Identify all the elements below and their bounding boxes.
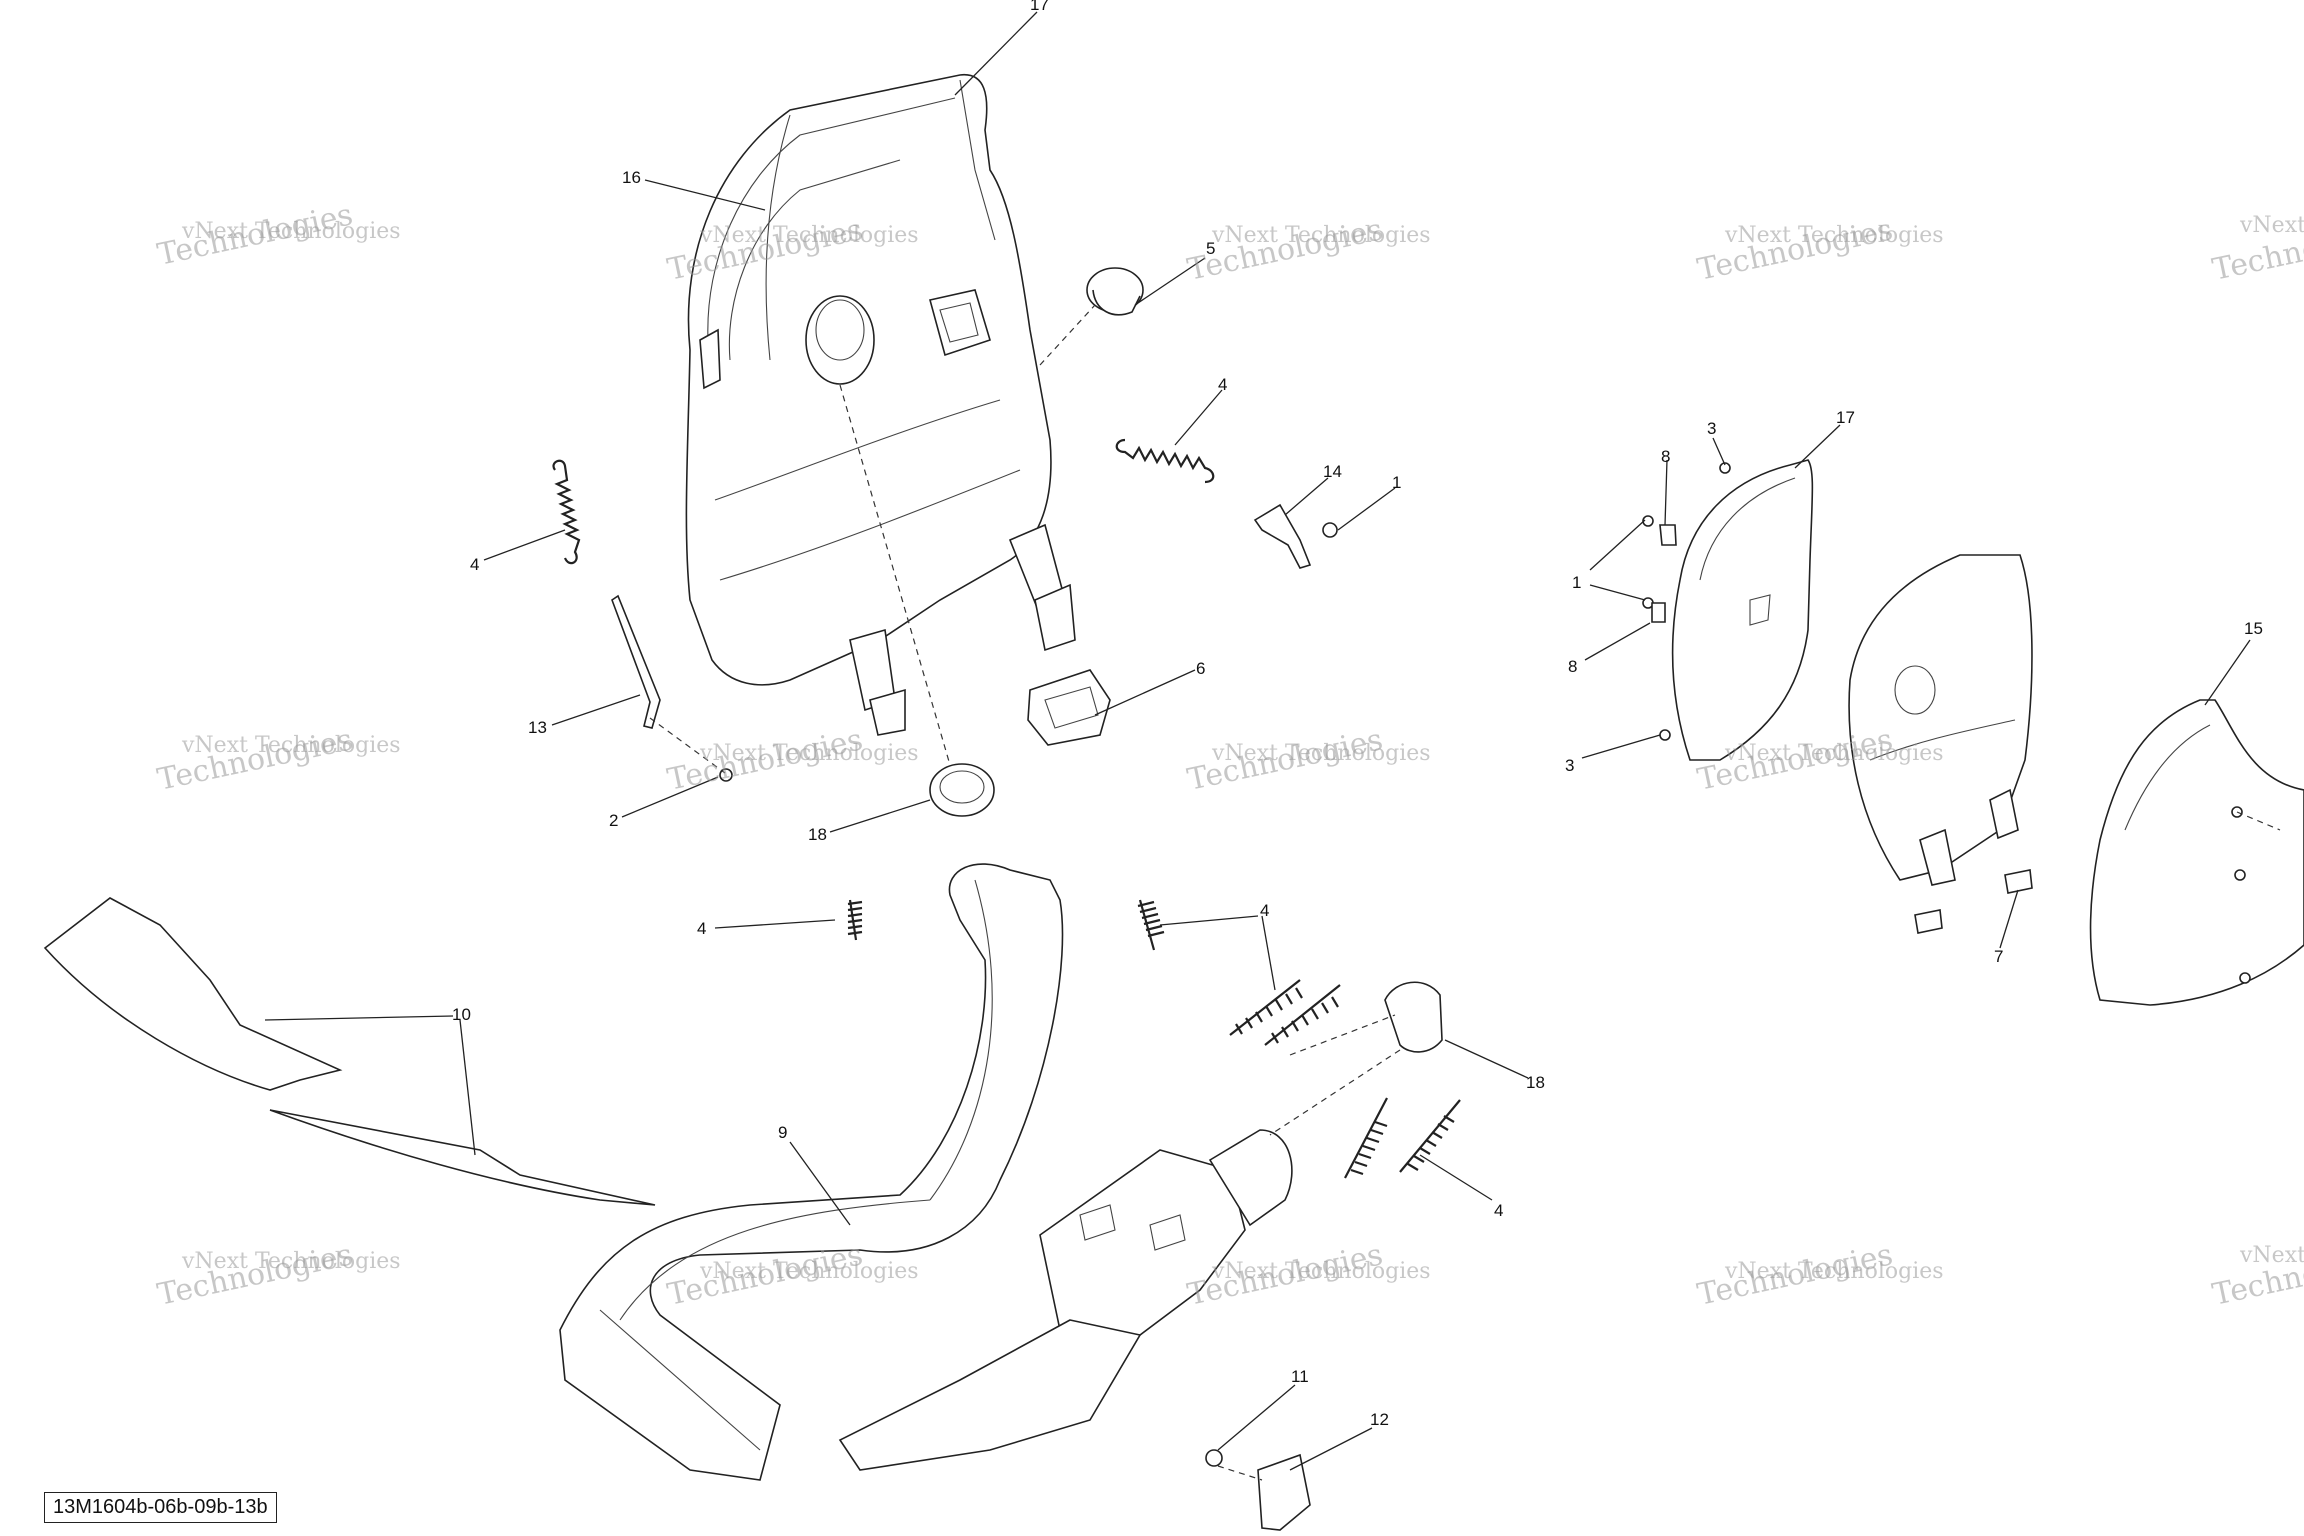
svg-text:vNext Technologies: vNext Technologies <box>181 219 401 244</box>
callout-5: 5 <box>1206 239 1215 258</box>
callout-12: 12 <box>1370 1410 1389 1429</box>
callout-4: 4 <box>1260 901 1269 920</box>
callout-17: 17 <box>1836 408 1855 427</box>
svg-text:vNext: vNext <box>2239 1243 2304 1268</box>
callout-18: 18 <box>1526 1073 1545 1092</box>
muffler-body-view <box>1848 554 2033 886</box>
callout-14: 14 <box>1323 462 1342 481</box>
svg-text:vNext Technologies: vNext Technologies <box>1724 223 1944 248</box>
leader-lines <box>264 11 2251 1471</box>
callout-16: 16 <box>622 168 641 187</box>
callout-15: 15 <box>2244 619 2263 638</box>
bracket-14 <box>1253 503 1338 569</box>
svg-text:vNext Technologies: vNext Technologies <box>699 741 919 766</box>
seal-ring-18-lower <box>1384 981 1443 1053</box>
svg-text:vNext Technologies: vNext Technologies <box>181 1249 401 1274</box>
svg-text:vNext Technologies: vNext Technologies <box>181 733 401 758</box>
spring-4-lower-b <box>1399 1099 1461 1173</box>
callout-4: 4 <box>1218 375 1227 394</box>
svg-text:vNext Technologies: vNext Technologies <box>1211 223 1431 248</box>
spring-4-left <box>552 459 581 565</box>
callout-4: 4 <box>697 919 706 938</box>
spring-4-mid-left <box>847 899 863 941</box>
callout-1: 1 <box>1392 473 1401 492</box>
spring-4-upper <box>1115 438 1215 484</box>
gasket-6 <box>1027 669 1111 746</box>
seal-ring-18-upper <box>929 763 995 817</box>
callout-3: 3 <box>1565 756 1574 775</box>
muffler-cover-17 <box>1671 459 1814 761</box>
muffler-main <box>685 74 1076 736</box>
callout-3: 3 <box>1707 419 1716 438</box>
hanger-rod-13 <box>611 594 733 782</box>
callout-4: 4 <box>1494 1201 1503 1220</box>
callout-8: 8 <box>1568 657 1577 676</box>
diagram-reference-code: 13M1604b-06b-09b-13b <box>44 1492 277 1523</box>
rubber-cap-5 <box>1086 267 1144 316</box>
clips-7 <box>1914 869 2033 934</box>
callout-8: 8 <box>1661 447 1670 466</box>
exhaust-pipe-9 <box>559 863 1293 1481</box>
callout-4: 4 <box>470 555 479 574</box>
assembly-lines <box>649 304 2281 1481</box>
svg-text:vNext Technologies: vNext Technologies <box>699 1259 919 1284</box>
callout-10: 10 <box>452 1005 471 1024</box>
callout-2: 2 <box>609 811 618 830</box>
heat-shield-10 <box>43 897 656 1206</box>
callout-7: 7 <box>1994 947 2003 966</box>
svg-text:vNext Technologies: vNext Technologies <box>1724 1259 1944 1284</box>
spring-4-pair-b <box>1264 984 1341 1046</box>
svg-text:vNext Technologies: vNext Technologies <box>1211 1259 1431 1284</box>
svg-text:vNext Technologies: vNext Technologies <box>1211 741 1431 766</box>
small-fasteners <box>1642 462 2251 984</box>
callout-labels: 17 16 5 4 14 1 4 13 6 2 18 4 4 10 18 9 4… <box>452 0 2263 1429</box>
callout-18: 18 <box>808 825 827 844</box>
svg-text:vNext Technologies: vNext Technologies <box>699 223 919 248</box>
spring-4-pair-a <box>1229 979 1303 1036</box>
svg-text:vNext Technologies: vNext Technologies <box>1724 741 1944 766</box>
spring-4-mid-right <box>1137 899 1165 951</box>
svg-text:vNext: vNext <box>2239 213 2304 238</box>
callout-11: 11 <box>1291 1367 1309 1386</box>
callout-17: 17 <box>1030 0 1049 14</box>
callout-13: 13 <box>528 718 547 737</box>
callout-1: 1 <box>1572 573 1581 592</box>
callout-6: 6 <box>1196 659 1205 678</box>
callout-9: 9 <box>778 1123 787 1142</box>
clamp-12 <box>1205 1449 1311 1531</box>
heat-shield-15 <box>2089 699 2304 1006</box>
spring-4-lower-a <box>1344 1097 1388 1179</box>
